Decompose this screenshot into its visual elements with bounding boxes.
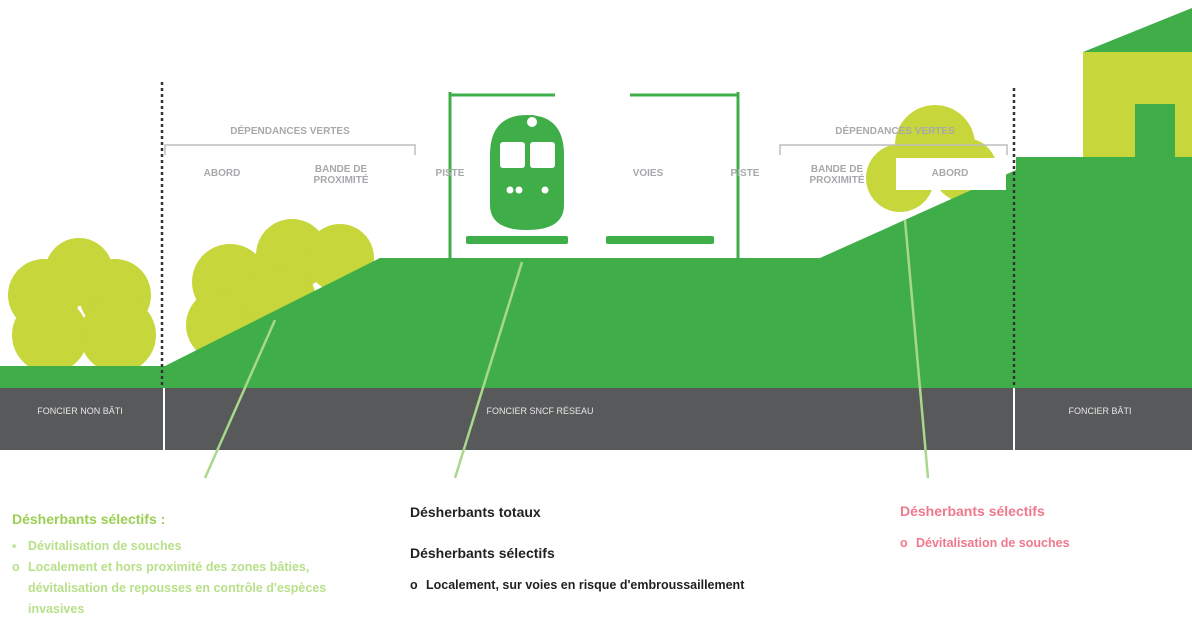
zone-voies: VOIES <box>632 168 664 179</box>
right-slope <box>820 170 1016 258</box>
bracket-left <box>164 144 416 155</box>
left-heading: Désherbants sélectifs : <box>12 511 166 527</box>
center-heading-2: Désherbants sélectifs <box>410 545 555 561</box>
left-item-2-text: Localement et hors proximité des zones b… <box>28 560 327 616</box>
callout-right <box>903 219 930 479</box>
abord-right-box <box>896 158 1006 190</box>
embankment <box>0 157 1192 388</box>
zone-abord-right: ABORD <box>931 168 969 179</box>
right-item-1-text: Dévitalisation de souches <box>916 536 1070 550</box>
zone-left-group: DÉPENDANCES VERTES <box>230 126 350 137</box>
right-heading: Désherbants sélectifs <box>900 503 1045 519</box>
zone-piste-left: PISTE <box>435 168 465 179</box>
bracket-right <box>779 144 1008 155</box>
left-item-1-text: Dévitalisation de souches <box>28 539 182 553</box>
bushes-left-slope <box>186 219 374 361</box>
track-right <box>606 236 714 244</box>
ground-left-label: FONCIER NON BÂTI <box>37 406 123 416</box>
callout-left <box>203 319 277 479</box>
track-left <box>466 236 568 244</box>
zone-right-group: DÉPENDANCES VERTES <box>835 126 955 137</box>
left-item-1: ▪Dévitalisation de souches <box>12 539 182 553</box>
zone-bande-left: BANDE DE PROXIMITÉ <box>313 164 369 186</box>
zone-bande-right: BANDE DE PROXIMITÉ <box>809 164 865 186</box>
callout-center <box>453 261 524 479</box>
zone-abord-left: ABORD <box>203 168 241 179</box>
house <box>1083 8 1192 157</box>
center-item-1-text: Localement, sur voies en risque d'embrou… <box>426 578 745 592</box>
zone-piste-right: PISTE <box>730 168 760 179</box>
ground-center-label: FONCIER SNCF RÉSEAU <box>486 406 594 416</box>
ground-band <box>0 388 1192 450</box>
center-heading-1: Désherbants totaux <box>410 504 541 520</box>
bushes-left-edge <box>8 238 156 373</box>
ground-right-label: FONCIER BÂTI <box>1068 406 1132 416</box>
train <box>490 115 564 230</box>
catenary-left <box>448 92 555 258</box>
catenary-right <box>630 92 740 258</box>
